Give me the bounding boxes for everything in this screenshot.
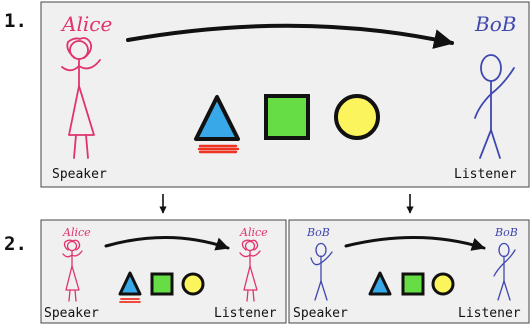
panel-left-speaker-role: Speaker (44, 306, 99, 321)
panel-right-shape-square (401, 272, 425, 296)
listener-figure (474, 54, 515, 159)
panel-left-shape-square (150, 272, 174, 296)
shape-circle (334, 94, 380, 140)
target-underline (197, 144, 240, 154)
panel-right-arrow (344, 236, 486, 251)
panel-right-speaker-role: Speaker (293, 306, 348, 321)
speaker-figure (61, 37, 101, 159)
speaker-name: Alice (60, 12, 112, 36)
panel-left-listener-name: Alice (239, 226, 268, 239)
panel-right-listener-role: Listener (458, 306, 521, 321)
panel-left-listener-figure (239, 239, 261, 302)
panel-right-speaker-name: BoB (306, 226, 330, 239)
shape-square (264, 94, 310, 140)
listener-name: BoB (474, 12, 516, 36)
speaker-role-label: Speaker (52, 167, 107, 182)
step-1-number: 1. (4, 10, 27, 32)
panel-right-shape-triangle (368, 271, 392, 296)
panel-right-listener-name: BoB (494, 226, 518, 239)
panel-left-target-underline (119, 298, 141, 303)
panel-right-listener-figure (493, 242, 516, 301)
panel-right-shape-circle (431, 272, 455, 296)
step-2-number: 2. (4, 233, 27, 255)
panel-left-speaker-name: Alice (62, 226, 91, 239)
panel-left-listener-role: Listener (214, 306, 277, 321)
panel-left-shape-triangle (118, 271, 142, 296)
panel-right-speaker-figure (310, 242, 333, 301)
message-arrow (126, 23, 454, 49)
listener-role-label: Listener (454, 167, 517, 182)
panel-left-arrow (104, 236, 230, 251)
panel-left-shape-circle (181, 272, 205, 296)
shape-triangle (194, 95, 240, 141)
panel-left-speaker-figure (62, 239, 83, 302)
